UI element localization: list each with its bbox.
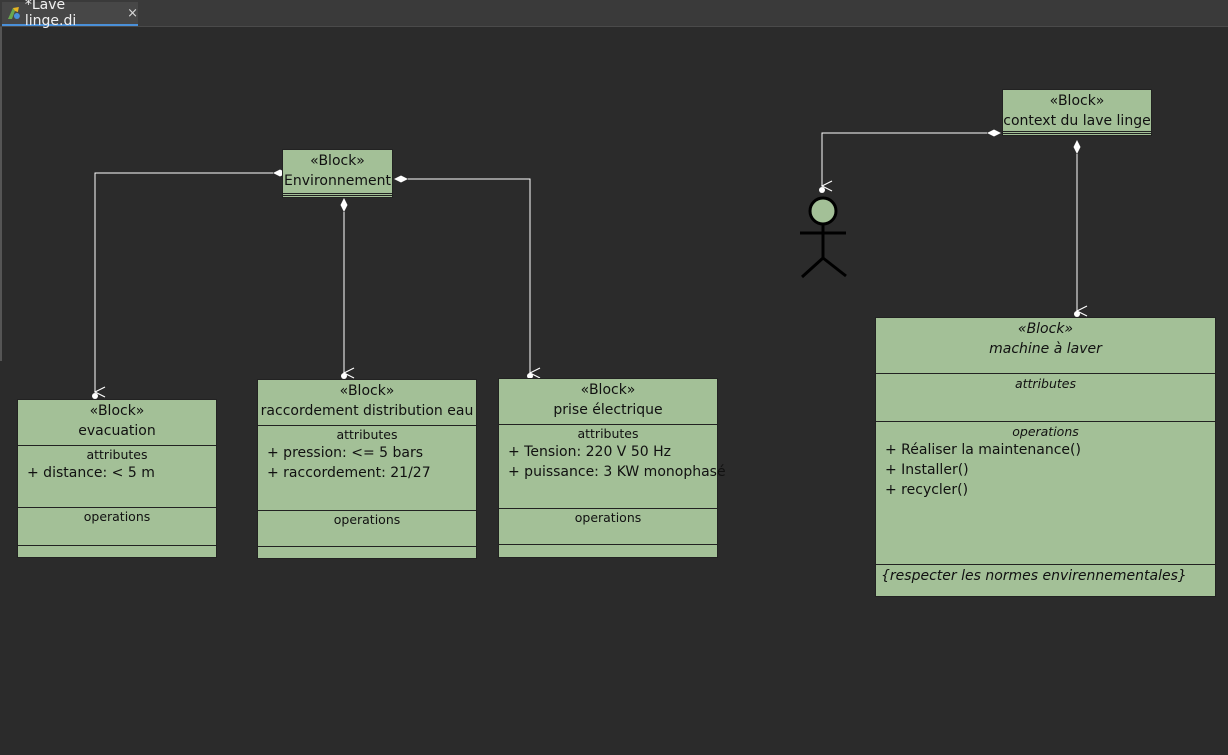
block-name: Environnement (284, 173, 391, 189)
block-header: «Block» prise électrique (499, 379, 717, 424)
actor-user-icon[interactable] (800, 196, 847, 279)
extra-compartment (258, 546, 476, 559)
composite-diamond-icon (1073, 140, 1081, 154)
left-edge (0, 27, 2, 361)
composition-env-evacuation[interactable] (92, 169, 287, 400)
attributes-compartment[interactable]: attributes + distance: < 5 m (18, 445, 216, 507)
operations-compartment[interactable]: operations + Réaliser la maintenance() +… (876, 421, 1215, 564)
block-stereotype: «Block» (339, 383, 395, 399)
block-stereotype: «Block» (580, 382, 636, 398)
attribute-item[interactable]: + Tension: 220 V 50 Hz (508, 444, 671, 460)
compartment-title: operations (1012, 424, 1079, 439)
composition-env-prise[interactable] (394, 175, 533, 380)
tab-title: *Lave linge.di (24, 0, 77, 29)
constraint-text[interactable]: {respecter les normes envirennementales} (881, 568, 1187, 584)
block-stereotype: «Block» (310, 153, 365, 169)
attributes-compartment[interactable]: attributes (876, 373, 1215, 421)
block-raccordement-distribution-eau[interactable]: «Block» raccordement distribution eau at… (257, 379, 477, 559)
block-name: machine à laver (989, 341, 1102, 357)
extra-compartment (499, 544, 717, 558)
block-prise-electrique[interactable]: «Block» prise électrique attributes + Te… (498, 378, 726, 558)
block-header: «Block» evacuation (18, 400, 216, 445)
compartment-title: operations (83, 509, 151, 524)
composition-context-machine[interactable] (1073, 140, 1081, 317)
block-stereotype: «Block» (89, 403, 145, 419)
block-name: evacuation (78, 423, 156, 439)
block-environnement[interactable]: «Block» Environnement (282, 149, 393, 198)
block-header: «Block» Environnement (283, 150, 392, 196)
block-context-lave-linge[interactable]: «Block» context du lave linge (1002, 89, 1152, 136)
operation-item[interactable]: + Installer() (885, 462, 969, 478)
composite-diamond-icon (340, 198, 348, 212)
block-stereotype: «Block» (1017, 321, 1074, 337)
composite-diamond-icon (987, 129, 1001, 137)
compartment-title: operations (333, 512, 401, 527)
attribute-item[interactable]: + pression: <= 5 bars (267, 445, 423, 461)
editor-tab-bar: *Lave linge.di × (0, 0, 1228, 29)
composition-env-raccordement[interactable] (340, 198, 348, 379)
compartment-title: operations (574, 510, 642, 525)
block-name: raccordement distribution eau (260, 403, 474, 419)
block-stereotype: «Block» (1049, 93, 1105, 109)
attribute-item[interactable]: + raccordement: 21/27 (267, 465, 431, 481)
operations-compartment[interactable]: operations (258, 510, 476, 546)
tab-lave-linge[interactable]: *Lave linge.di × (2, 0, 138, 29)
extra-compartment (18, 545, 216, 558)
compartment-title: attributes (336, 427, 398, 442)
compartment-title: attributes (1014, 376, 1077, 391)
block-name: context du lave linge (1003, 113, 1151, 129)
compartment-title: attributes (86, 447, 148, 462)
close-icon[interactable]: × (127, 5, 138, 21)
operations-compartment[interactable]: operations (18, 507, 216, 545)
composite-diamond-icon (394, 175, 408, 183)
attributes-compartment[interactable]: attributes + pression: <= 5 bars + racco… (258, 425, 476, 510)
operations-compartment[interactable]: operations (499, 508, 717, 544)
block-machine-a-laver[interactable]: «Block» machine à laver attributes opera… (875, 317, 1216, 597)
operation-item[interactable]: + recycler() (885, 482, 969, 498)
papyrus-diagram-icon (7, 7, 20, 19)
attributes-compartment[interactable]: attributes + Tension: 220 V 50 Hz + puis… (499, 424, 726, 508)
operation-item[interactable]: + Réaliser la maintenance() (885, 442, 1081, 458)
attribute-item[interactable]: + distance: < 5 m (27, 465, 155, 481)
block-name: prise électrique (553, 402, 663, 418)
constraint-compartment[interactable]: {respecter les normes envirennementales} (876, 564, 1215, 597)
composition-context-actor[interactable] (819, 129, 1001, 194)
attribute-item[interactable]: + puissance: 3 KW monophasé (508, 464, 726, 480)
block-evacuation[interactable]: «Block» evacuation attributes + distance… (17, 399, 217, 558)
block-header: «Block» machine à laver (876, 318, 1215, 373)
block-header: «Block» raccordement distribution eau (258, 380, 476, 425)
compartment-title: attributes (577, 426, 639, 441)
block-header: «Block» context du lave linge (1003, 90, 1151, 134)
